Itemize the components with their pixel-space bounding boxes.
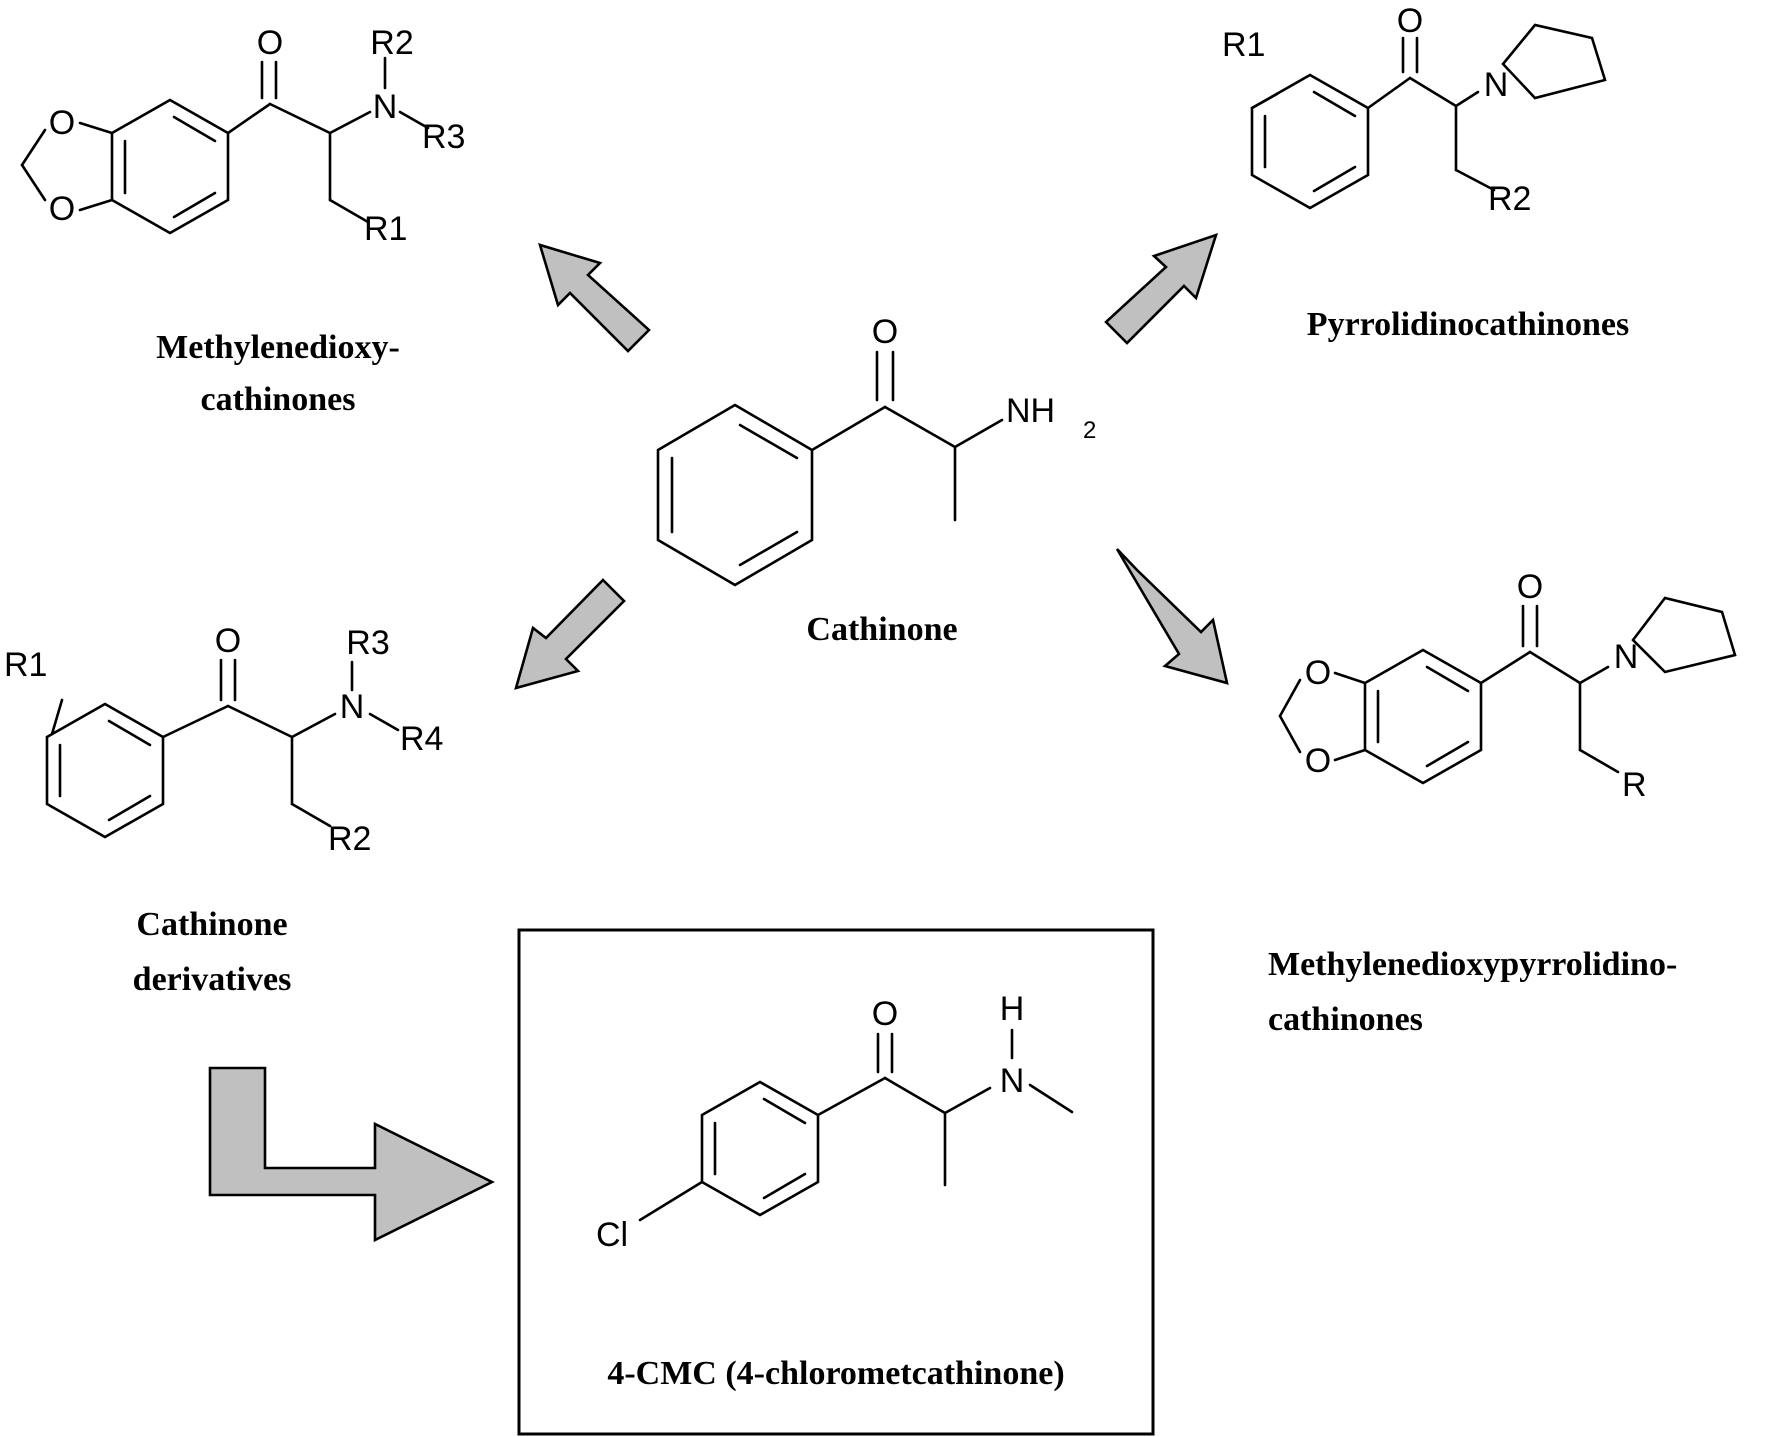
arrow-to-derivatives (514, 578, 626, 690)
der-r2-label: R2 (328, 820, 371, 858)
md-ring-oxygen-top: O (49, 104, 75, 142)
4cmc-hydrogen: H (1000, 990, 1025, 1028)
4cmc-caption: 4-CMC (4-chlorometcathinone) (607, 1355, 1064, 1392)
4cmc-carbonyl-oxygen: O (872, 995, 898, 1033)
4cmc-frame (517, 928, 1155, 1436)
der-r3-label: R3 (346, 624, 389, 662)
mdp-caption-line2: cathinones (1268, 1001, 1423, 1038)
arrow-to-pyrrolidino (1104, 232, 1219, 345)
der-r1-label: R1 (4, 646, 47, 684)
der-carbonyl-oxygen: O (215, 622, 241, 660)
md-carbonyl-oxygen: O (257, 24, 283, 62)
md-r2-label: R2 (370, 24, 413, 62)
pyrrolidino-caption: Pyrrolidinocathinones (1307, 306, 1629, 343)
py-carbonyl-oxygen: O (1397, 2, 1423, 40)
cathinone-amine-subscript: 2 (1083, 417, 1096, 444)
py-nitrogen: N (1484, 66, 1509, 104)
derivatives-caption-line1: Cathinone (136, 906, 287, 943)
mdp-ring-oxygen-top: O (1305, 654, 1331, 692)
der-r4-label: R4 (400, 720, 443, 758)
4cmc-chlorine: Cl (596, 1216, 628, 1254)
cathinone-structure: O NH 2 (656, 313, 1096, 587)
cathinone-amine-label: NH (1006, 392, 1055, 430)
methylenedioxypyrrolidinocathinone-structure: O O O N R (1278, 568, 1737, 804)
4cmc-structure: O H N Cl (596, 990, 1074, 1254)
methylenedioxy-caption-line2: cathinones (201, 381, 356, 418)
arrow-to-methylenedioxy (538, 243, 651, 353)
md-r1-label: R1 (364, 210, 407, 248)
md-ring-oxygen-bottom: O (49, 190, 75, 228)
pyrrolidinocathinone-structure: O R1 N R2 (1222, 2, 1607, 218)
cathinone-derivative-structure: O R1 R3 N R4 R2 (4, 622, 443, 858)
mdp-carbonyl-oxygen: O (1517, 568, 1543, 606)
derivatives-caption-line2: derivatives (133, 961, 292, 998)
md-nitrogen: N (373, 88, 398, 126)
cathinone-caption: Cathinone (806, 611, 957, 648)
arrow-to-4cmc (208, 1066, 495, 1243)
mdp-nitrogen: N (1614, 638, 1639, 676)
methylenedioxy-cathinone-structure: O O O R2 N R3 R1 (20, 24, 465, 248)
py-r2-label: R2 (1488, 180, 1531, 218)
arrow-to-mdp (1115, 548, 1229, 685)
der-nitrogen: N (340, 688, 365, 726)
py-r1-label: R1 (1222, 26, 1265, 64)
md-r3-label: R3 (422, 118, 465, 156)
4cmc-nitrogen: N (1000, 1062, 1025, 1100)
cathinone-carbonyl-oxygen: O (872, 313, 898, 351)
mdp-r-label: R (1622, 766, 1647, 804)
mdp-caption-line1: Methylenedioxypyrrolidino- (1268, 946, 1677, 983)
methylenedioxy-caption-line1: Methylenedioxy- (156, 329, 400, 366)
mdp-ring-oxygen-bottom: O (1305, 742, 1331, 780)
